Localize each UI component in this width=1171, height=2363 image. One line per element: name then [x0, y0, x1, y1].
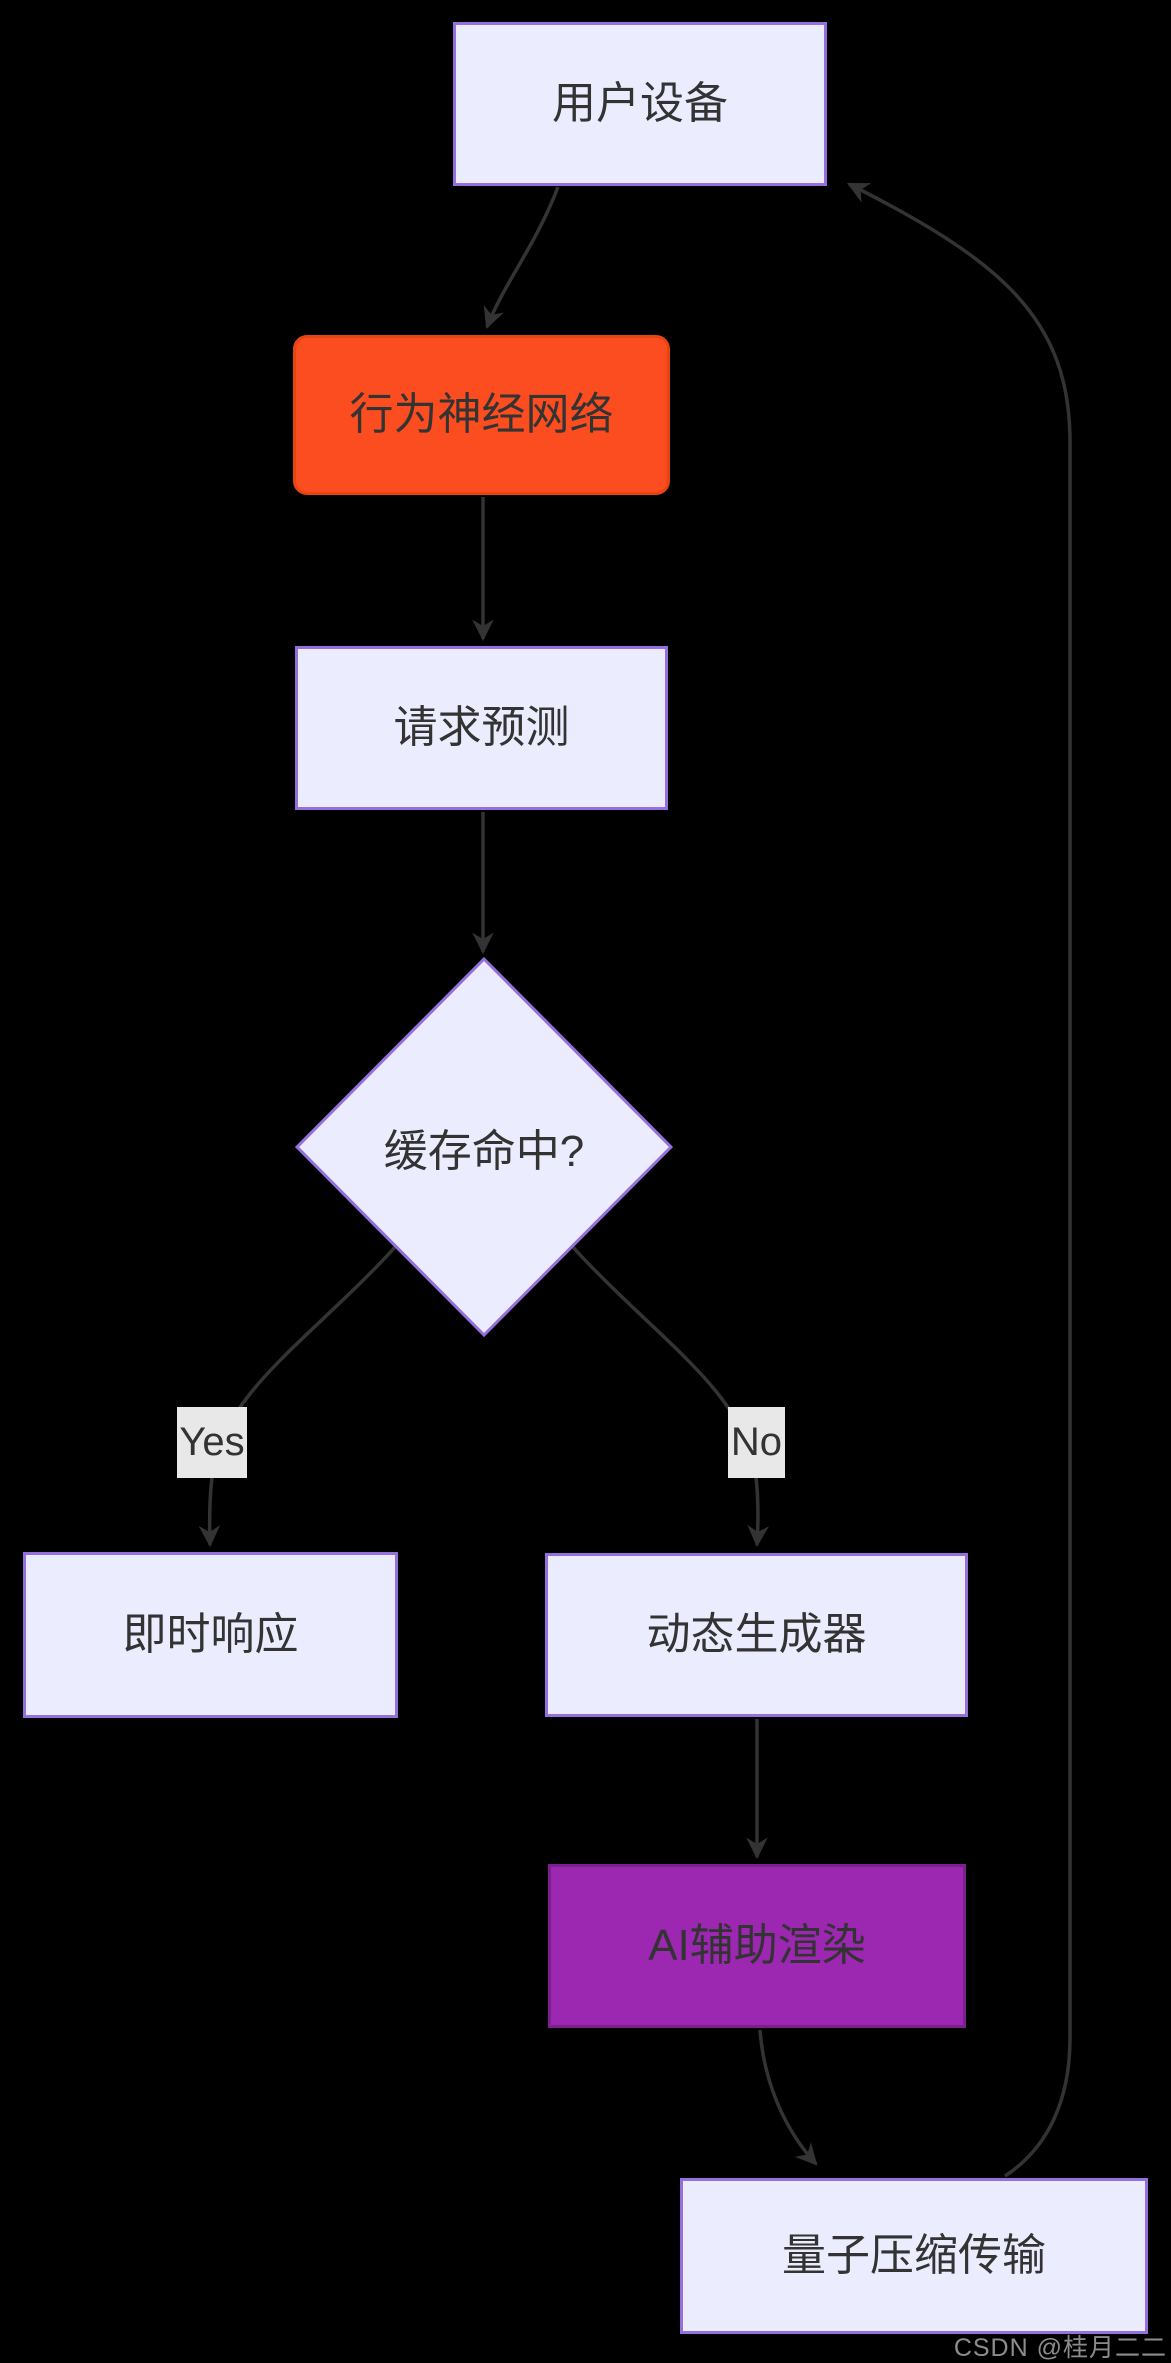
node-quantum-compression-transfer: 量子压缩传输	[680, 2178, 1148, 2334]
edge-ai-render-to-quantum-transfer	[758, 2029, 818, 2166]
edge-quantum-transfer-to-user-device	[847, 182, 1072, 2178]
edge-cache-hit-yes-to-instant-response	[198, 1243, 399, 1548]
node-user-device: 用户设备	[453, 22, 827, 186]
watermark: CSDN @桂月二二	[953, 2334, 1167, 2362]
decision-diamond-shape	[294, 956, 674, 1338]
node-behavior-neural-network: 行为神经网络	[293, 335, 670, 495]
edge-label-no: No	[728, 1407, 785, 1478]
node-cache-hit-label: 缓存命中?	[383, 1127, 585, 1176]
edge-cache-hit-no-to-dynamic-generator	[569, 1243, 769, 1548]
node-request-prediction: 请求预测	[295, 646, 668, 810]
edge-user-device-to-behavior-nn	[483, 186, 560, 330]
node-ai-assisted-render: AI辅助渲染	[548, 1864, 966, 2028]
node-dynamic-generator: 动态生成器	[545, 1553, 968, 1717]
node-instant-response: 即时响应	[23, 1552, 398, 1718]
edge-label-yes: Yes	[177, 1407, 247, 1478]
